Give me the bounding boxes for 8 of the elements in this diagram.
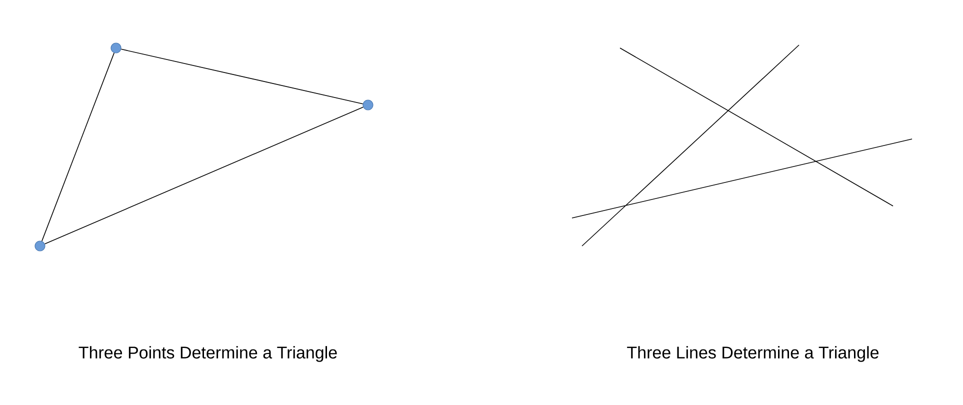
caption: Three Lines Determine a Triangle — [627, 346, 879, 362]
point-dot — [34, 240, 46, 252]
point-dot — [362, 100, 374, 110]
point-dot — [110, 42, 122, 54]
triangle-side — [42, 52, 114, 242]
triangle-side — [44, 106, 364, 244]
triangle-side — [120, 48, 364, 104]
caption: Three Points Determine a Triangle — [78, 346, 337, 362]
